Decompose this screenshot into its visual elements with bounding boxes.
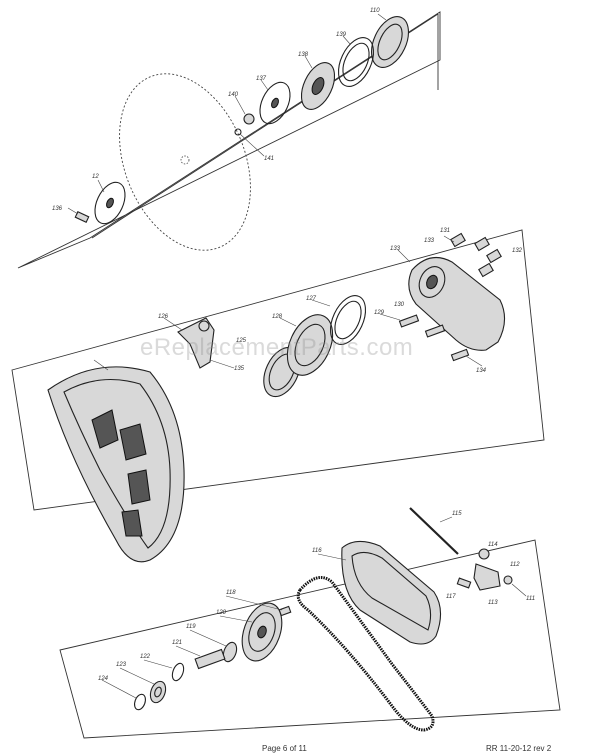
callout-131: 131 xyxy=(440,228,450,234)
callout-119: 119 xyxy=(186,624,196,630)
callout-138: 138 xyxy=(298,52,309,58)
callout-135: 135 xyxy=(234,366,245,372)
callout-118: 118 xyxy=(226,590,236,596)
guard-slot-4 xyxy=(121,509,143,537)
circlip-123 xyxy=(171,662,185,682)
screw-119 xyxy=(278,605,292,617)
outer-flange-137 xyxy=(259,81,291,125)
screws-131 xyxy=(450,232,502,278)
callout-127: 127 xyxy=(306,296,317,302)
nut-140 xyxy=(243,113,255,125)
callout-110: 110 xyxy=(370,8,380,14)
callout-125: 125 xyxy=(236,338,247,344)
callout-126: 126 xyxy=(158,314,169,320)
nut-114 xyxy=(478,548,490,560)
callout-115: 115 xyxy=(452,511,462,517)
leader-lines xyxy=(67,13,527,699)
callout-124: 124 xyxy=(98,676,109,682)
callout-113: 113 xyxy=(488,600,498,606)
bolt-130 xyxy=(424,324,446,338)
guard-slot-3 xyxy=(127,469,151,505)
bearing-121 xyxy=(222,641,238,663)
callout-129: 129 xyxy=(374,310,385,316)
callout-123: 123 xyxy=(116,662,127,668)
spring-117 xyxy=(456,577,472,589)
callout-140: 140 xyxy=(228,92,239,98)
callout-137: 137 xyxy=(256,76,267,82)
callout-114: 114 xyxy=(488,542,498,548)
callout-122: 122 xyxy=(140,654,151,660)
rod-115 xyxy=(409,507,459,555)
callout-121: 121 xyxy=(172,640,182,646)
callout-128: 128 xyxy=(272,314,283,320)
blade-arbor-hole xyxy=(180,155,190,165)
page-number: Page 6 of 11 xyxy=(262,744,307,753)
washer-111 xyxy=(134,693,146,711)
callout-116: 116 xyxy=(312,548,322,554)
blade-guard xyxy=(47,366,185,563)
washer-141 xyxy=(234,128,242,136)
bolt-134 xyxy=(450,348,470,362)
tension-bracket-113 xyxy=(473,563,501,591)
callout-120: 120 xyxy=(216,610,227,616)
callout-111: 111 xyxy=(526,596,535,602)
guard-slot-2 xyxy=(119,423,147,461)
callout-112: 112 xyxy=(510,562,520,568)
belt-cover-116 xyxy=(341,540,442,645)
ring-127 xyxy=(329,295,367,345)
callout-labels: 110 139 138 137 140 141 12 136 133 131 1… xyxy=(52,8,535,682)
callout-134: 134 xyxy=(476,368,487,374)
saw-blade xyxy=(119,73,251,251)
ring-139 xyxy=(337,37,375,87)
callout-139: 139 xyxy=(336,32,347,38)
callout-12: 12 xyxy=(92,174,99,180)
top-panel-frame xyxy=(17,11,441,269)
bearing-124 xyxy=(149,680,167,704)
callout-133b: 133 xyxy=(424,238,435,244)
callout-136: 136 xyxy=(52,206,63,212)
watermark: eReplacementParts.com xyxy=(140,334,414,361)
callout-130: 130 xyxy=(394,302,405,308)
nut-112 xyxy=(503,575,513,585)
middle-panel-frame xyxy=(11,229,545,511)
shaft-122 xyxy=(194,648,226,670)
callout-117: 117 xyxy=(446,594,456,600)
callout-133a: 133 xyxy=(390,246,401,252)
callout-132: 132 xyxy=(512,248,523,254)
inner-flange-12 xyxy=(94,181,126,225)
guard-slot-1 xyxy=(91,409,119,449)
revision-reference: RR 11-20-12 rev 2 xyxy=(486,744,552,753)
bolt-136 xyxy=(74,211,90,223)
callout-141: 141 xyxy=(264,156,274,162)
bolt-129 xyxy=(398,314,420,328)
gear-plate-128 xyxy=(286,314,334,376)
flange-ring-110 xyxy=(370,16,410,68)
drive-belt-118 xyxy=(296,576,435,732)
